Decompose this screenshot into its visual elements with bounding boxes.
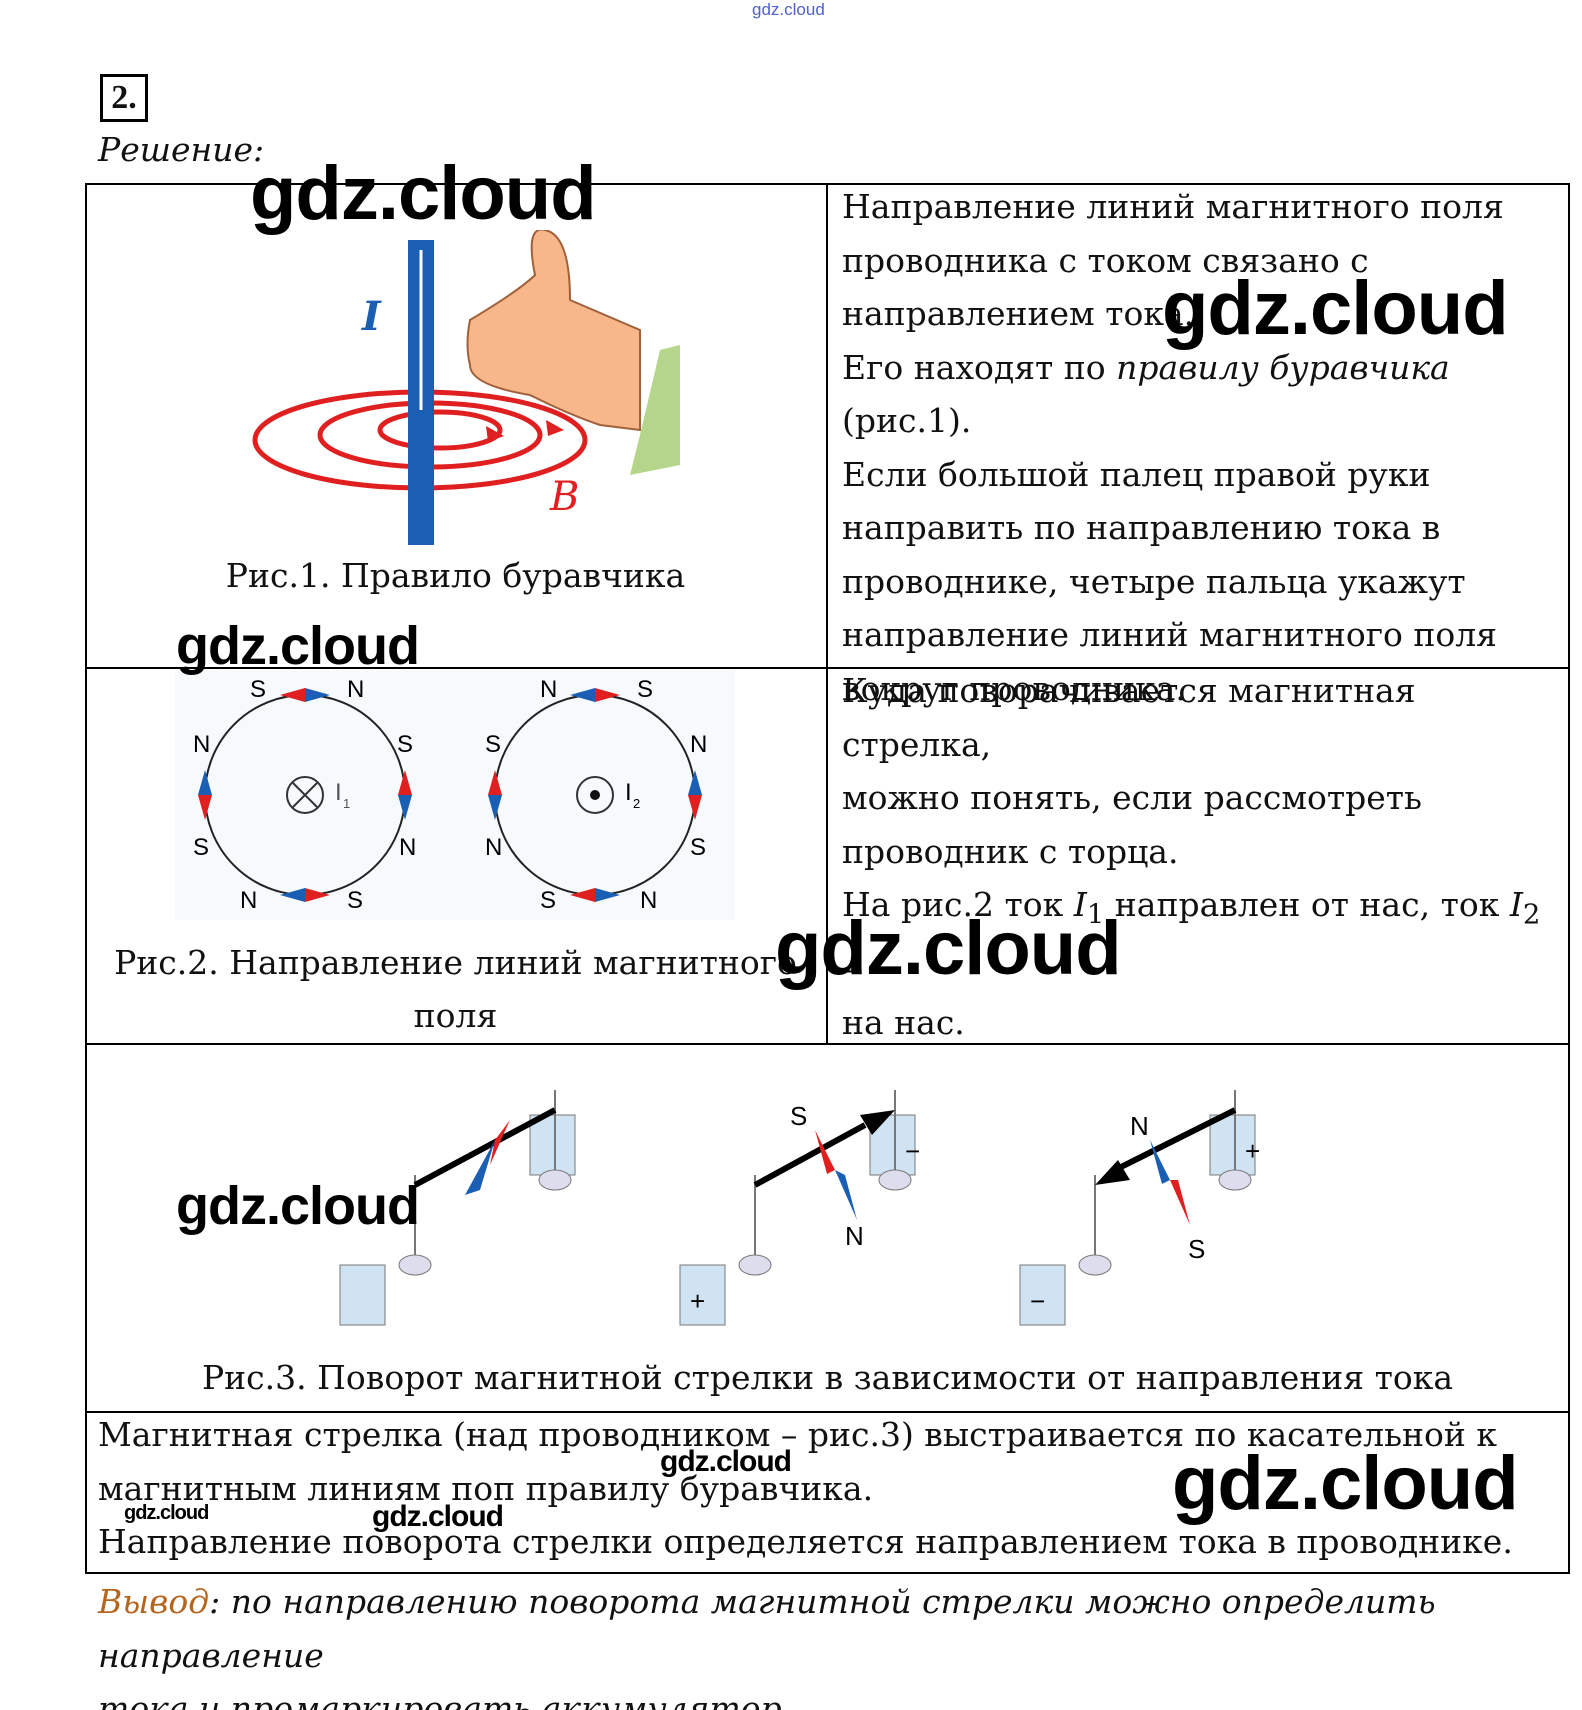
row1-text: Направление линий магнитного поля провод… xyxy=(842,180,1562,715)
watermark: gdz.cloud xyxy=(124,1502,209,1524)
text-line: проводнике, четыре пальца укажут xyxy=(842,561,1466,601)
text-line: вокруг проводника. xyxy=(842,668,1186,708)
text-line: проводник с торца. xyxy=(842,831,1179,871)
text-span: Его находят по xyxy=(842,347,1117,387)
conclusion: Вывод: по направлению поворота магнитной… xyxy=(98,1575,1568,1710)
text-line: направить по направлению тока в xyxy=(842,508,1441,547)
text-line: На рис.2 ток I1 направлен от нас, ток I2… xyxy=(842,878,1562,996)
magnetic-field-figure: I 1 I 2 S N N S S N N S N S S N N S S N xyxy=(175,670,735,920)
conclusion-text: тока и промаркировать аккумулятор. xyxy=(98,1689,793,1710)
text-span: На рис.2 ток xyxy=(842,885,1074,924)
pole-n: N xyxy=(240,887,257,914)
text-line: можно понять, если рассмотреть xyxy=(842,778,1423,817)
column-divider xyxy=(826,183,828,1043)
plus-sign: + xyxy=(1245,1136,1260,1166)
text-line: Направление линий магнитного поля xyxy=(842,187,1504,226)
gimlet-rule-figure: I B xyxy=(252,230,680,545)
i1-subscript: 1 xyxy=(343,796,350,811)
text-line: магнитным линиям поп правилу буравчика. xyxy=(98,1468,874,1508)
text-span: направлен от нас, ток xyxy=(1104,885,1510,924)
pole-s: S xyxy=(485,731,501,758)
i2-subscript: 2 xyxy=(633,796,640,811)
plus-sign: + xyxy=(690,1286,705,1316)
task-number: 2. xyxy=(100,74,148,122)
pole-n: N xyxy=(193,731,210,758)
pole-s: S xyxy=(347,887,363,914)
watermark: gdz.cloud xyxy=(250,151,597,236)
current-symbol: I xyxy=(1073,885,1087,924)
watermark: gdz.cloud xyxy=(176,616,420,676)
subscript: 2 xyxy=(1522,898,1541,931)
compass-deflection-figure: S N + − N S − + xyxy=(339,1089,1260,1326)
pole-n: N xyxy=(485,834,502,861)
pole-s: S xyxy=(250,676,266,703)
watermark: gdz.cloud xyxy=(372,1500,504,1533)
watermark: gdz.cloud xyxy=(1162,266,1509,351)
text-line: Если большой палец правой руки xyxy=(842,454,1431,494)
text-span: (рис.1). xyxy=(842,401,972,440)
text-line: Куда поворачивается магнитная стрелка, xyxy=(842,671,1416,764)
text-line: на нас. xyxy=(842,1002,965,1042)
figure-1-caption: Рис.1. Правило буравчика xyxy=(225,556,686,595)
text-line: проводника с током связано с xyxy=(842,240,1369,280)
watermark: gdz.cloud xyxy=(660,1445,792,1478)
current-label: I xyxy=(361,293,382,340)
solution-label: Решение: xyxy=(98,130,265,169)
figure-3-caption: Рис.3. Поворот магнитной стрелки в завис… xyxy=(201,1358,1454,1397)
text-line: Направление поворота стрелки определяетс… xyxy=(98,1522,1513,1561)
subscript: 1 xyxy=(1086,898,1105,931)
text-line: направление линий магнитного поля xyxy=(842,615,1498,654)
pole-n: N xyxy=(540,676,557,703)
text-line: Магнитная стрелка (над проводником – рис… xyxy=(98,1415,1498,1454)
pole-n: N xyxy=(399,834,416,861)
pole-s: S xyxy=(690,834,706,861)
row-divider xyxy=(85,1043,1570,1045)
rule-name: правилу буравчика xyxy=(1116,347,1450,387)
pole-s: S xyxy=(540,887,556,914)
watermark: gdz.cloud xyxy=(1172,1441,1519,1526)
caption-line: поля xyxy=(413,996,498,1035)
pole-n: N xyxy=(640,887,657,914)
pole-s: S xyxy=(397,731,413,758)
pole-n: N xyxy=(690,731,707,758)
row-divider xyxy=(85,1411,1570,1413)
minus-sign: − xyxy=(905,1136,920,1166)
pole-s: S xyxy=(790,1101,807,1131)
caption-line: Рис.2. Направление линий магнитного xyxy=(114,943,797,982)
row4-text: Магнитная стрелка (над проводником – рис… xyxy=(98,1408,1558,1569)
text-span: – xyxy=(842,949,859,989)
watermark: gdz.cloud xyxy=(775,906,1122,991)
pole-s: S xyxy=(637,676,653,703)
pole-n: N xyxy=(347,676,364,703)
pole-n: N xyxy=(1130,1111,1149,1141)
text-line: Его находят по правилу буравчика (рис.1)… xyxy=(842,341,1562,448)
pole-labels: S N N S S N N S N S S N N S S N xyxy=(193,676,707,914)
pole-s: S xyxy=(1188,1234,1205,1264)
pole-s: S xyxy=(193,834,209,861)
conclusion-label: Вывод xyxy=(98,1582,210,1621)
pole-n: N xyxy=(845,1221,864,1251)
top-watermark: gdz.cloud xyxy=(752,0,825,19)
watermark: gdz.cloud xyxy=(176,1176,420,1236)
conclusion-text: : по направлению поворота магнитной стре… xyxy=(98,1582,1436,1675)
current-symbol: I xyxy=(1509,885,1523,924)
figure-2-caption: Рис.2. Направление линий магнитного поля xyxy=(85,936,826,1042)
row2-text: Куда поворачивается магнитная стрелка, м… xyxy=(842,664,1562,1049)
field-label: B xyxy=(549,474,579,520)
i1-label: I xyxy=(335,779,342,806)
i2-label: I xyxy=(625,779,632,806)
text-line: направлением тока. xyxy=(842,294,1195,333)
minus-sign: − xyxy=(1030,1286,1045,1316)
circuit-set xyxy=(339,1090,576,1326)
